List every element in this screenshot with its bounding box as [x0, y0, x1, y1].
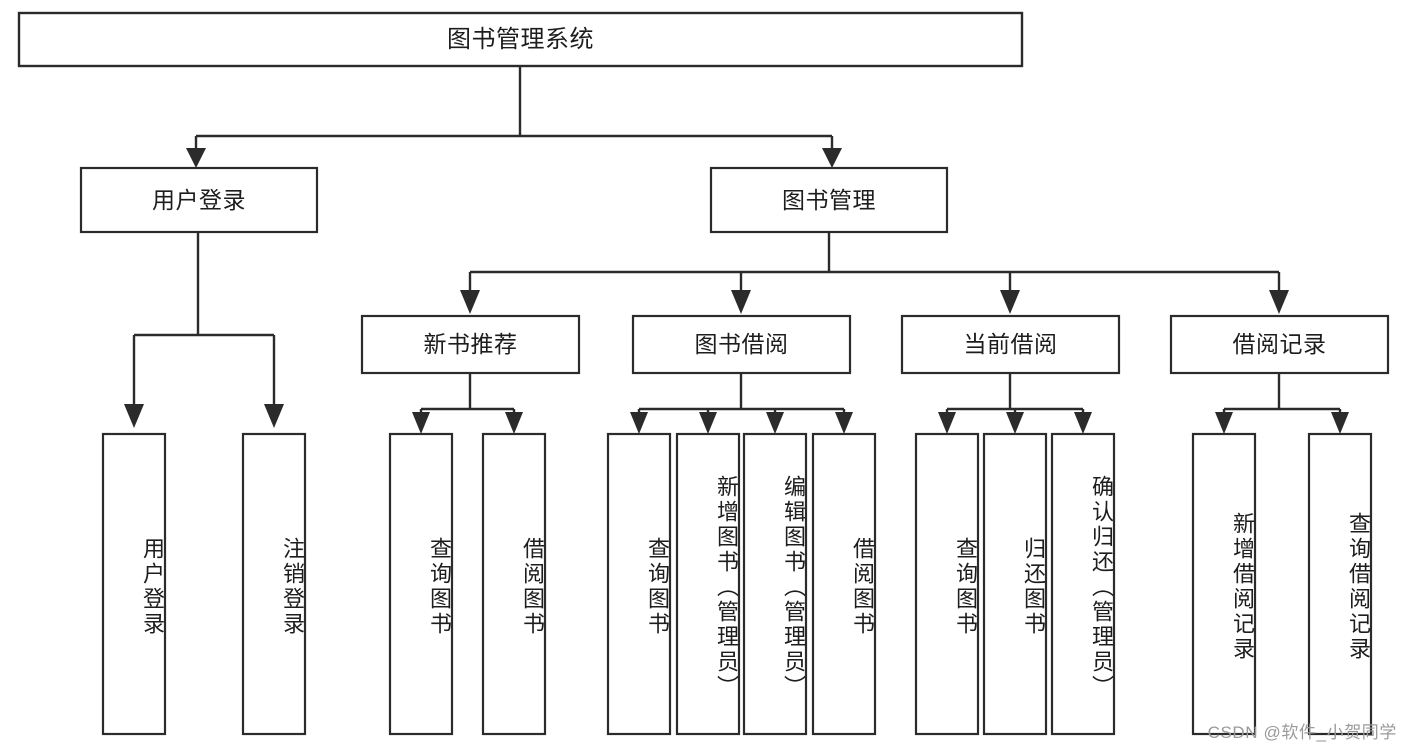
node-box-root[interactable] [17, 11, 1024, 68]
connector-records-to-leaves [1215, 374, 1349, 434]
csdn-watermark: CSDN @软件_小贺同学 [1207, 723, 1397, 742]
node-box-current[interactable] [900, 314, 1121, 375]
node-box-leaf-4[interactable] [481, 432, 547, 736]
node-box-leaf-9[interactable] [914, 432, 980, 736]
node-box-leaf-3[interactable] [388, 432, 454, 736]
node-box-leaf-6[interactable] [675, 432, 741, 736]
connector-borrow-to-leaves [630, 374, 853, 434]
connector-current-to-leaves [938, 374, 1092, 434]
node-box-borrow[interactable] [631, 314, 852, 375]
node-box-records[interactable] [1169, 314, 1390, 375]
node-box-login[interactable] [79, 166, 319, 234]
node-box-leaf-8[interactable] [811, 432, 877, 736]
node-box-leaf-5[interactable] [606, 432, 672, 736]
node-box-newbook[interactable] [360, 314, 581, 375]
node-box-leaf-2[interactable] [241, 432, 307, 736]
node-box-leaf-13[interactable] [1307, 432, 1373, 736]
connector-bookmgmt-to-level3 [460, 233, 1289, 314]
node-box-leaf-10[interactable] [982, 432, 1048, 736]
connector-login-to-leaves [124, 233, 284, 428]
node-box-leaf-7[interactable] [742, 432, 808, 736]
node-box-bookmgmt[interactable] [709, 166, 949, 234]
connector-root-to-level2 [186, 66, 842, 168]
node-box-leaf-1[interactable] [101, 432, 167, 736]
node-box-leaf-11[interactable] [1050, 432, 1116, 736]
connector-newbook-to-leaves [412, 374, 523, 434]
node-box-leaf-12[interactable] [1191, 432, 1257, 736]
